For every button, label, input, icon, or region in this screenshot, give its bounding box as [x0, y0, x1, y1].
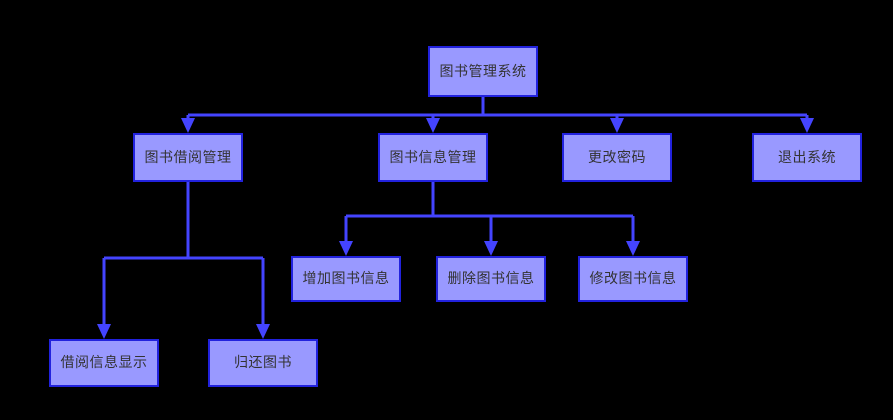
node-label: 图书管理系统: [439, 63, 527, 80]
arrowhead-icon: [339, 241, 353, 256]
arrowhead-icon: [626, 241, 640, 256]
arrowhead-icon: [181, 118, 195, 133]
node-label: 借阅信息显示: [60, 355, 148, 371]
arrowhead-icon: [800, 118, 814, 133]
arrowhead-icon: [610, 118, 624, 133]
node-label: 图书信息管理: [389, 149, 477, 166]
node-return[interactable]: 归还图书: [208, 339, 318, 387]
node-showlend[interactable]: 借阅信息显示: [49, 339, 159, 387]
node-bookinfo[interactable]: 图书信息管理: [378, 133, 488, 182]
node-label: 归还图书: [234, 355, 292, 371]
node-addbook[interactable]: 增加图书信息: [291, 256, 401, 302]
node-root[interactable]: 图书管理系统: [428, 46, 538, 97]
node-label: 修改图书信息: [589, 271, 677, 287]
arrowhead-icon: [484, 241, 498, 256]
arrowhead-icon: [426, 118, 440, 133]
node-label: 更改密码: [588, 149, 646, 166]
node-label: 增加图书信息: [302, 271, 390, 287]
node-label: 图书借阅管理: [144, 149, 232, 166]
node-editbook[interactable]: 修改图书信息: [578, 256, 688, 302]
node-exit[interactable]: 退出系统: [752, 133, 862, 182]
node-passwd[interactable]: 更改密码: [562, 133, 672, 182]
node-delbook[interactable]: 删除图书信息: [436, 256, 546, 302]
arrowhead-icon: [97, 324, 111, 339]
node-label: 删除图书信息: [447, 271, 535, 287]
arrowhead-icon: [256, 324, 270, 339]
node-label: 退出系统: [778, 149, 836, 166]
node-borrow[interactable]: 图书借阅管理: [133, 133, 243, 182]
